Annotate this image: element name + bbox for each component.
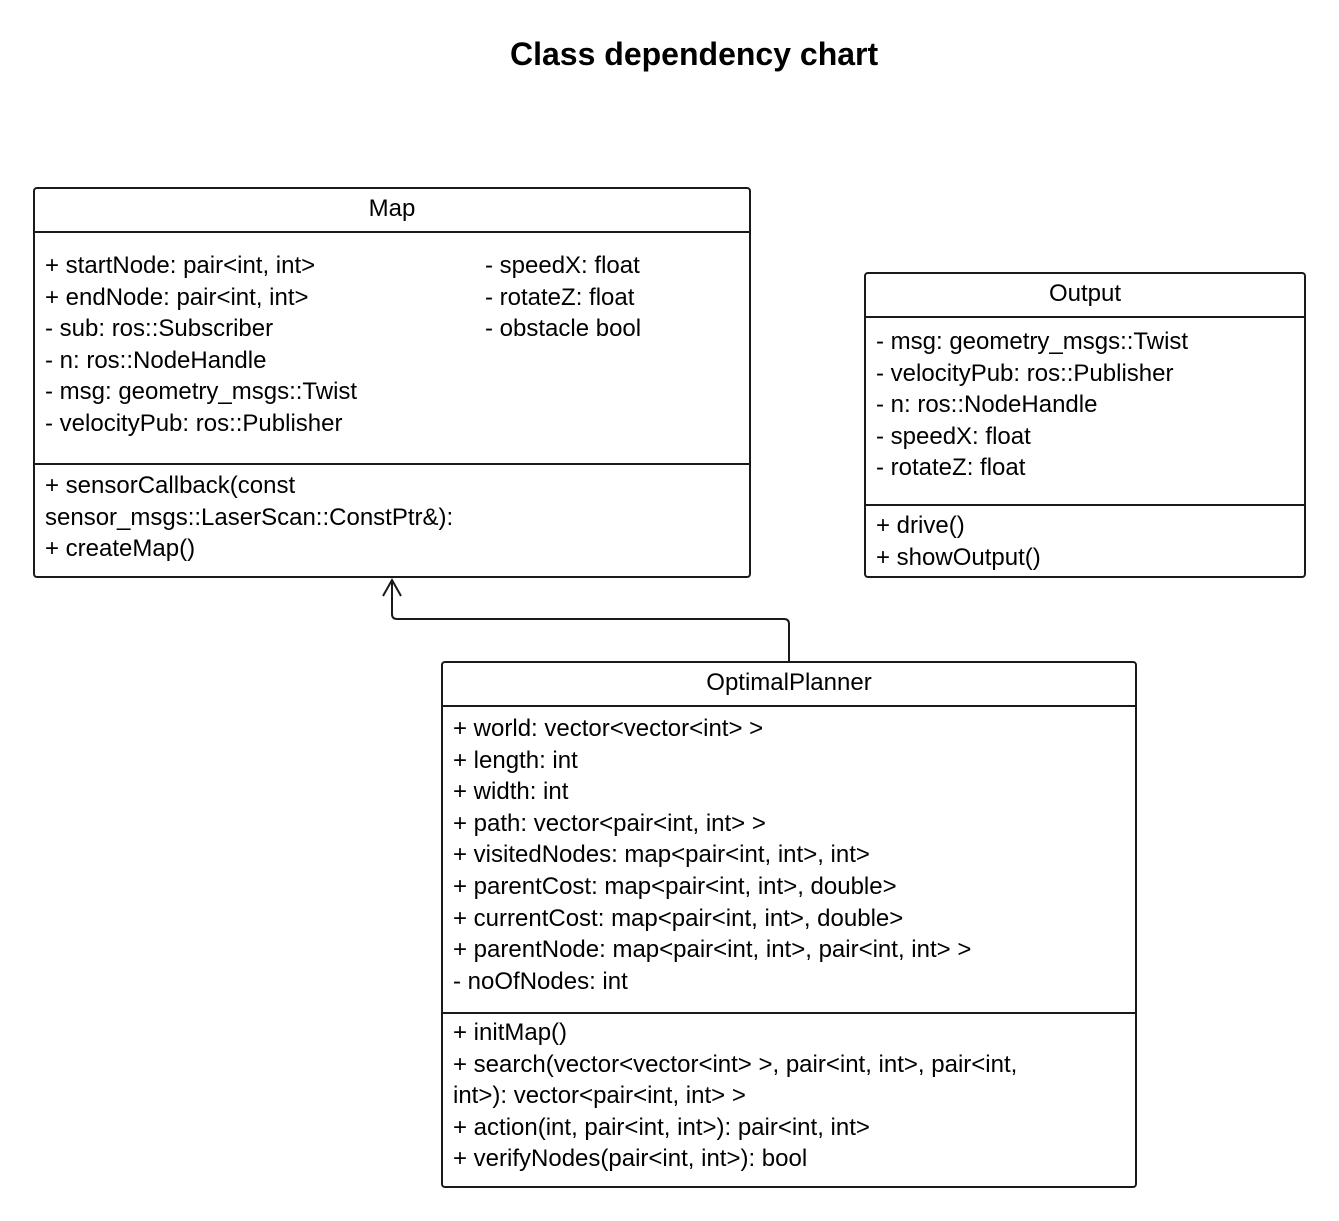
attribute: - speedX: float: [876, 422, 1031, 450]
attribute: + parentCost: map<pair<int, int>, double…: [453, 872, 897, 900]
class-map[interactable]: Map + startNode: pair<int, int> + endNod…: [33, 187, 751, 578]
attribute: + startNode: pair<int, int>: [45, 252, 316, 279]
operation: + drive(): [876, 512, 965, 539]
attribute: - noOfNodes: int: [453, 967, 628, 995]
operation: + action(int, pair<int, int>): pair<int,…: [453, 1113, 870, 1141]
attribute: + length: int: [453, 746, 578, 774]
attribute: - msg: geometry_msgs::Twist: [45, 378, 358, 406]
title-area: Class dependency chart: [0, 0, 1339, 100]
attributes-left-column: + startNode: pair<int, int> + endNode: p…: [45, 250, 357, 440]
operation: + verifyNodes(pair<int, int>): bool: [453, 1145, 808, 1173]
dependency-connector: [391, 580, 790, 661]
attribute: + world: vector<vector<int> >: [453, 715, 764, 742]
operation: + search(vector<vector<int> >, pair<int,…: [453, 1050, 1018, 1078]
class-name: Output: [866, 274, 1304, 318]
attribute: + currentCost: map<pair<int, int>, doubl…: [453, 904, 904, 932]
attribute: + visitedNodes: map<pair<int, int>, int>: [453, 841, 870, 869]
operation: + initMap(): [453, 1019, 568, 1046]
class-operations: + sensorCallback(const sensor_msgs::Lase…: [35, 463, 749, 565]
attribute: - speedX: float: [485, 252, 640, 279]
attribute: + path: vector<pair<int, int> >: [453, 809, 766, 837]
attribute: - velocityPub: ros::Publisher: [45, 409, 343, 437]
attribute: - velocityPub: ros::Publisher: [876, 359, 1174, 387]
class-attributes: + world: vector<vector<int> > + length: …: [443, 707, 1135, 1012]
class-optimal-planner[interactable]: OptimalPlanner + world: vector<vector<in…: [441, 661, 1137, 1188]
operation: + createMap(): [45, 535, 196, 563]
attribute: - n: ros::NodeHandle: [876, 391, 1098, 419]
attribute: - obstacle bool: [485, 315, 642, 343]
class-operations: + drive() + showOutput(): [866, 504, 1304, 573]
attribute: - rotateZ: float: [485, 283, 635, 311]
arrowhead-icon: [382, 577, 402, 597]
class-name: Map: [35, 189, 749, 233]
class-output[interactable]: Output - msg: geometry_msgs::Twist - vel…: [864, 272, 1306, 578]
attribute: - sub: ros::Subscriber: [45, 315, 274, 343]
attribute: + endNode: pair<int, int>: [45, 283, 309, 311]
class-name: OptimalPlanner: [443, 663, 1135, 707]
attribute: - rotateZ: float: [876, 454, 1026, 482]
attribute: + width: int: [453, 778, 569, 806]
attributes-right-column: - speedX: float - rotateZ: float - obsta…: [485, 250, 641, 345]
operation: int>): vector<pair<int, int> >: [453, 1082, 746, 1110]
operation: + showOutput(): [876, 543, 1041, 571]
class-attributes: - msg: geometry_msgs::Twist - velocityPu…: [866, 318, 1304, 504]
class-attributes: + startNode: pair<int, int> + endNode: p…: [35, 233, 749, 463]
operation: sensor_msgs::LaserScan::ConstPtr&):: [45, 503, 454, 531]
attribute: + parentNode: map<pair<int, int>, pair<i…: [453, 936, 972, 964]
attribute: - n: ros::NodeHandle: [45, 346, 267, 374]
operation: + sensorCallback(const: [45, 472, 296, 499]
class-operations: + initMap() + search(vector<vector<int> …: [443, 1012, 1135, 1175]
diagram-title: Class dependency chart: [510, 36, 879, 72]
attribute: - msg: geometry_msgs::Twist: [876, 328, 1189, 355]
